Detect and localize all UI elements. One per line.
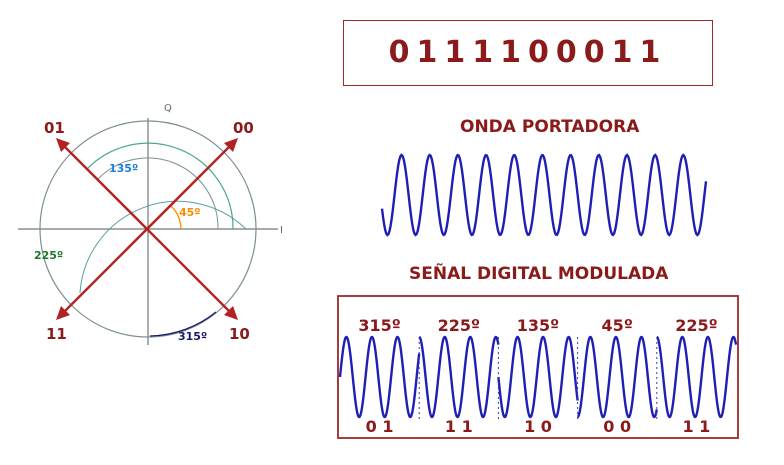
phase-label-1: 315º xyxy=(358,316,400,335)
modulated-segment-3 xyxy=(497,335,579,419)
modulated-waves xyxy=(338,335,738,419)
constellation-diagram: Q I 00 01 11 10 45º 135º 225º 315º xyxy=(18,103,283,345)
arrow-01 xyxy=(56,138,70,152)
diagonal-01-10 xyxy=(57,139,237,319)
i-axis-label: I xyxy=(280,225,283,236)
modulated-title: SEÑAL DIGITAL MODULADA xyxy=(409,264,669,284)
angle-225-label: 225º xyxy=(34,249,63,262)
symbol-11: 11 xyxy=(46,325,67,343)
arc-135 xyxy=(86,142,234,230)
arrow-11 xyxy=(56,306,70,320)
bit-pair-label-4: 0 0 xyxy=(603,417,631,436)
phase-labels: 315º 225º 135º 45º 225º xyxy=(358,316,717,335)
angle-315-label: 315º xyxy=(178,330,207,343)
phase-label-2: 225º xyxy=(438,316,480,335)
bit-pair-label-5: 1 1 xyxy=(682,417,710,436)
arrow-10 xyxy=(224,306,238,320)
bit-pair-labels: 0 1 1 1 1 0 0 0 1 1 xyxy=(366,417,711,436)
symbol-01: 01 xyxy=(44,119,65,137)
bit-sequence: 0111100011 xyxy=(388,35,668,70)
modulated-segment-1 xyxy=(338,335,421,419)
bit-pair-label-1: 0 1 xyxy=(366,417,394,436)
arc-135-inner xyxy=(97,157,219,230)
symbol-10: 10 xyxy=(229,325,250,343)
modulated-segment-2 xyxy=(418,335,500,419)
bit-sequence-box: 0111100011 xyxy=(343,20,713,86)
modulated-segment-5 xyxy=(656,335,738,419)
arrow-00 xyxy=(224,138,238,152)
outer-circle xyxy=(39,120,257,338)
phase-label-3: 135º xyxy=(517,316,559,335)
symbol-00: 00 xyxy=(233,119,254,137)
carrier-wave xyxy=(380,153,708,237)
arc-225 xyxy=(79,200,247,294)
bit-pair-label-3: 1 0 xyxy=(524,417,552,436)
angle-135-label: 135º xyxy=(109,162,138,175)
bit-pair-label-2: 1 1 xyxy=(445,417,473,436)
arc-315-mark xyxy=(149,311,217,337)
q-axis-label: Q xyxy=(164,103,172,114)
phase-label-5: 225º xyxy=(675,316,717,335)
phase-label-4: 45º xyxy=(602,316,633,335)
modulated-segment-4 xyxy=(577,335,658,419)
carrier-title: ONDA PORTADORA xyxy=(460,117,640,137)
angle-45-label: 45º xyxy=(179,206,201,219)
arc-45 xyxy=(170,205,182,230)
segment-separators xyxy=(418,337,658,420)
